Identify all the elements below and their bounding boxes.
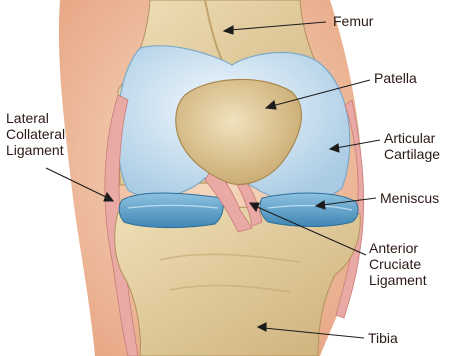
label-anterior-cruciate-ligament: Anterior Cruciate Ligament: [369, 240, 427, 288]
label-articular-cartilage: Articular Cartilage: [384, 130, 440, 162]
meniscus-left: [119, 193, 223, 228]
meniscus-right: [260, 193, 358, 226]
label-meniscus: Meniscus: [380, 190, 439, 206]
label-femur: Femur: [333, 13, 373, 29]
label-tibia: Tibia: [368, 330, 398, 346]
label-lateral-collateral-ligament: Lateral Collateral Ligament: [6, 110, 65, 158]
label-patella: Patella: [374, 70, 417, 86]
